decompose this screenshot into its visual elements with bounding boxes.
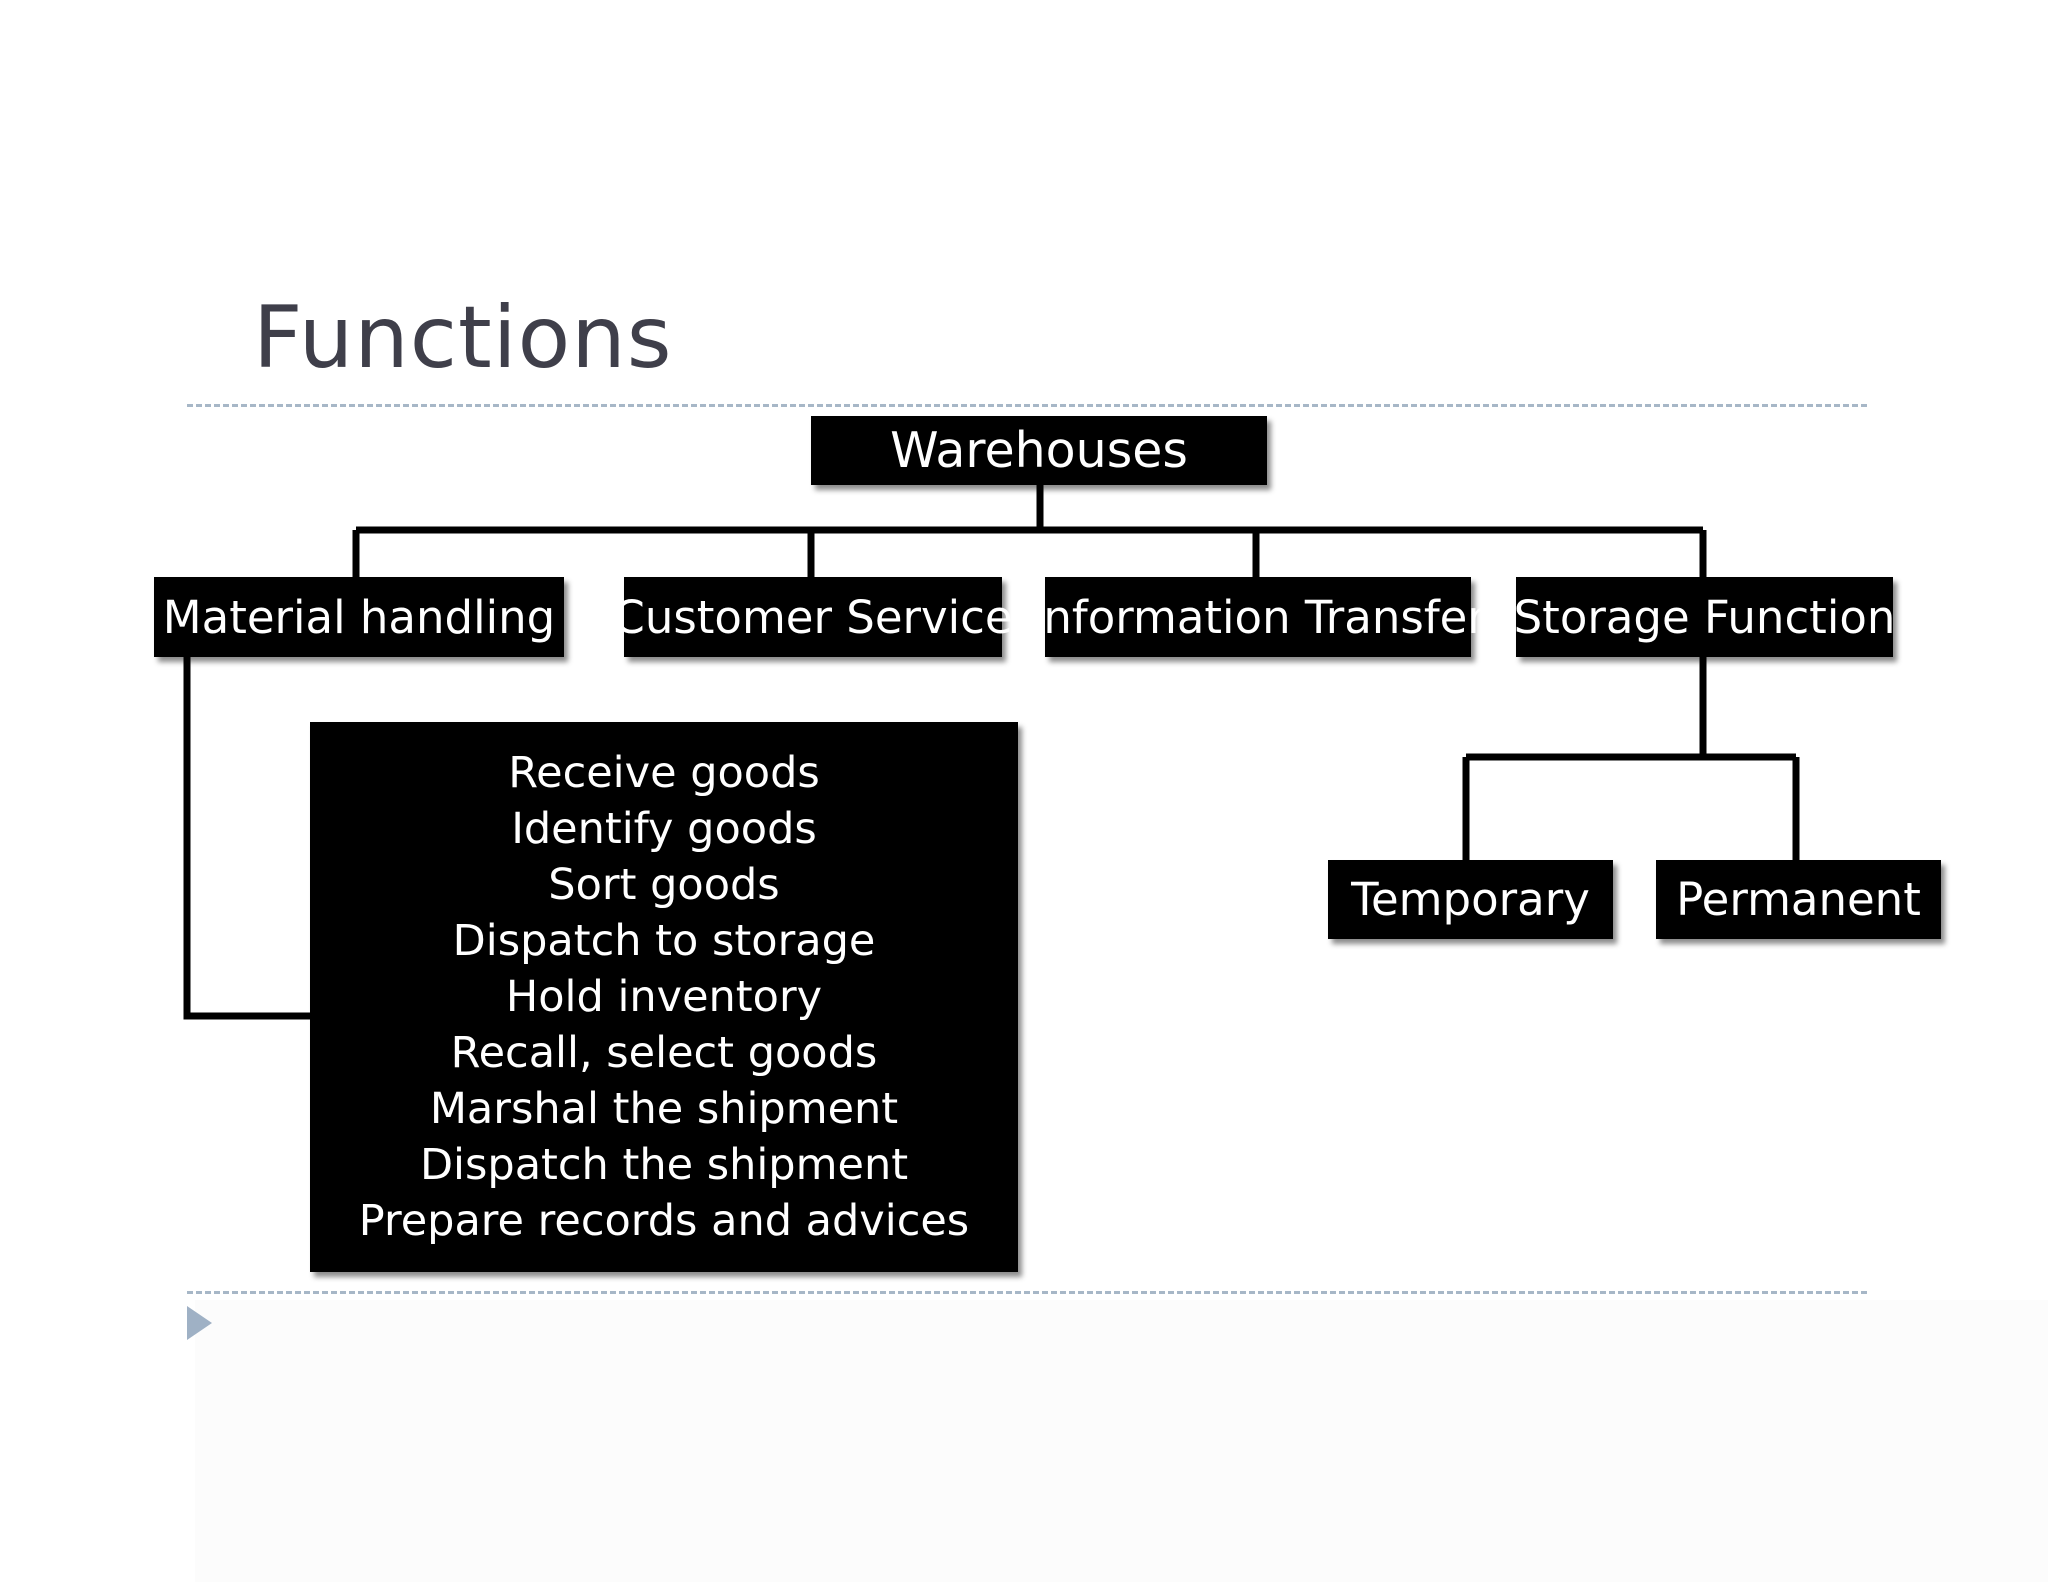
- step-item: Sort goods: [548, 860, 780, 910]
- material-handling-steps-box: Receive goods Identify goods Sort goods …: [310, 722, 1018, 1272]
- connector-material-handling-steps: [183, 656, 311, 1020]
- node-storage-function: Storage Function: [1514, 577, 1895, 657]
- node-information-transfer: Information Transfer: [1030, 577, 1486, 657]
- step-item: Dispatch the shipment: [419, 1140, 909, 1190]
- step-item: Dispatch to storage: [452, 916, 876, 966]
- node-customer-service: Customer Service: [613, 577, 1013, 657]
- node-temporary: Temporary: [1328, 860, 1613, 939]
- bottom-divider: [187, 1291, 1867, 1294]
- step-item: Marshal the shipment: [429, 1084, 899, 1134]
- node-permanent: Permanent: [1656, 860, 1941, 939]
- step-item: Hold inventory: [505, 972, 823, 1022]
- step-item: Recall, select goods: [450, 1028, 878, 1078]
- bullet-arrow-icon: [187, 1306, 212, 1340]
- step-item: Receive goods: [508, 748, 820, 798]
- step-item: Identify goods: [511, 804, 817, 854]
- top-divider: [187, 404, 1867, 407]
- slide-title: Functions: [253, 288, 673, 388]
- footer-area: [195, 1300, 2048, 1582]
- node-material-handling: Material handling: [154, 577, 564, 657]
- node-warehouses: Warehouses: [811, 416, 1267, 485]
- step-item: Prepare records and advices: [358, 1196, 970, 1246]
